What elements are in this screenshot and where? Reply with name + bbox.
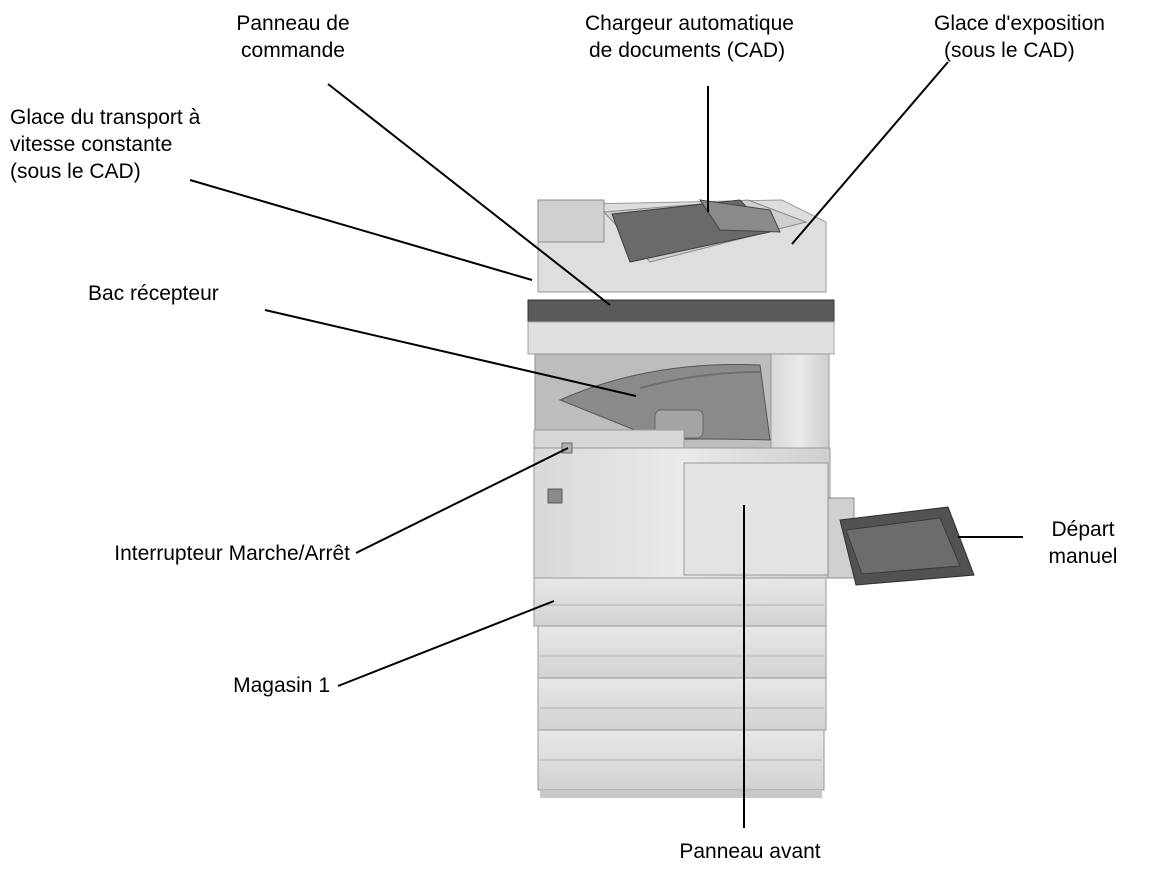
main-body — [533, 429, 831, 579]
label-front-panel: Panneau avant — [650, 838, 850, 865]
adf-tray — [611, 199, 781, 263]
label-control-panel: Panneau de commande — [218, 10, 368, 64]
leader-platen-glass — [791, 61, 949, 245]
label-adf-line-1: Chargeur automatique — [585, 12, 794, 35]
label-platen-glass-line-2: (sous le CAD) — [944, 39, 1075, 62]
label-cvt-glass: Glace du transport à vitesse constante (… — [10, 104, 260, 185]
leader-output-tray — [264, 309, 637, 397]
label-bypass-tray: Départ manuel — [1028, 516, 1138, 570]
label-cvt-glass-line-2: vitesse constante — [10, 133, 173, 156]
label-adf-line-2: de documents (CAD) — [589, 39, 786, 62]
label-adf: Chargeur automatique de documents (CAD) — [585, 10, 845, 64]
control-panel — [527, 299, 835, 323]
bypass-tray — [827, 497, 975, 586]
label-bypass-tray-line-2: manuel — [1048, 545, 1118, 568]
paper-drawers — [533, 577, 827, 798]
label-cvt-glass-line-3: (sous le CAD) — [10, 160, 141, 183]
label-bypass-tray-line-1: Départ — [1051, 518, 1115, 541]
label-tray1-line-1: Magasin 1 — [233, 674, 330, 697]
label-cvt-glass-line-1: Glace du transport à — [10, 106, 201, 129]
label-platen-glass: Glace d'exposition (sous le CAD) — [934, 10, 1166, 64]
label-tray1: Magasin 1 — [150, 672, 330, 699]
leader-lines — [189, 61, 1023, 828]
label-front-panel-line-1: Panneau avant — [679, 840, 821, 863]
label-power-switch-line-1: Interrupteur Marche/Arrêt — [114, 542, 350, 565]
leader-control-panel — [327, 83, 611, 306]
label-output-tray: Bac récepteur — [88, 280, 268, 307]
leader-tray1 — [337, 600, 555, 687]
leader-cvt-glass — [189, 179, 533, 281]
label-platen-glass-line-1: Glace d'exposition — [934, 12, 1105, 35]
label-output-tray-line-1: Bac récepteur — [88, 282, 219, 305]
label-control-panel-line-2: commande — [241, 39, 345, 62]
label-control-panel-line-1: Panneau de — [236, 12, 350, 35]
label-power-switch: Interrupteur Marche/Arrêt — [20, 540, 350, 567]
leader-power-switch — [355, 447, 569, 554]
